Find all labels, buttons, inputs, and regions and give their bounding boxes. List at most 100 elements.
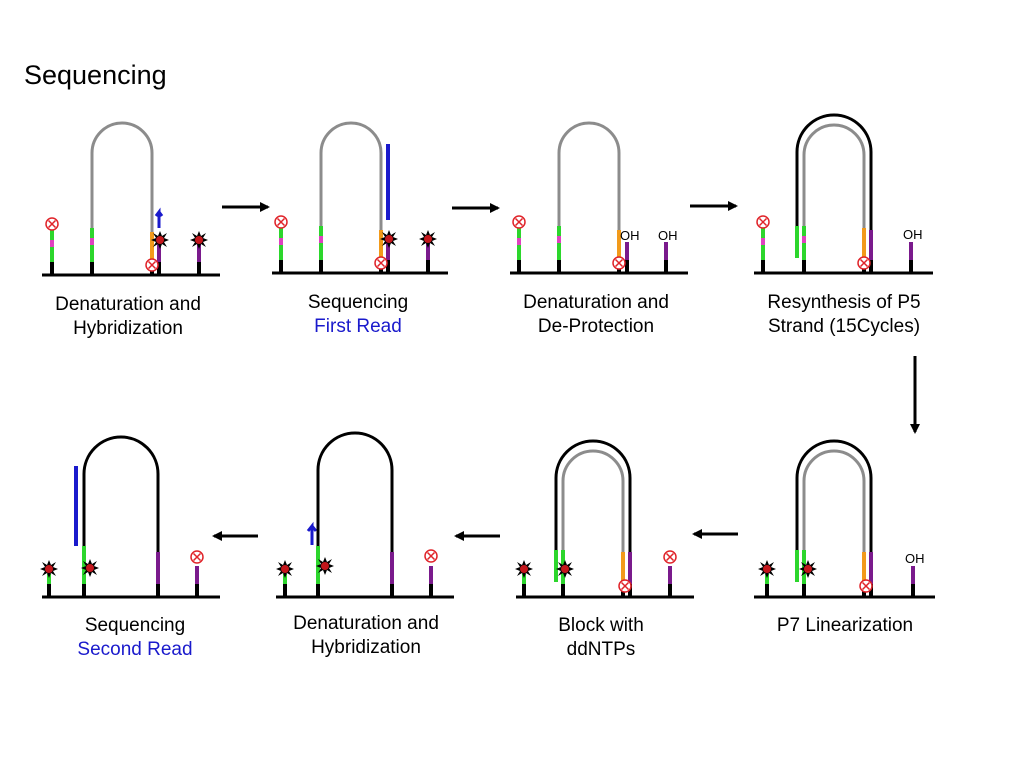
template-strand [557, 121, 621, 230]
p7-primer [869, 552, 873, 584]
anchor [157, 262, 161, 275]
panel-2 [272, 121, 448, 275]
block-icon [274, 215, 288, 229]
fluor-icon [799, 560, 817, 578]
orange-segment [150, 232, 154, 262]
fluor-icon [556, 560, 574, 578]
anchor [197, 262, 201, 275]
p5-primer [283, 574, 287, 584]
fluor-icon [190, 231, 208, 249]
step-caption: Sequencing Second Read [25, 614, 245, 662]
step-caption: P7 Linearization [735, 614, 955, 638]
block-icon [374, 256, 388, 270]
caption-line1: Sequencing [84, 615, 186, 636]
pink-segment [90, 238, 94, 245]
anchor [668, 584, 672, 597]
caption-line1: Resynthesis of P5 [767, 292, 921, 313]
pink-segment [557, 236, 561, 243]
oh-label: OH [620, 228, 640, 243]
p5-primer [47, 574, 51, 584]
p5-primer [795, 550, 799, 582]
p5-primer [316, 546, 320, 584]
orange-segment [862, 552, 866, 584]
fluor-icon [151, 231, 169, 249]
step-caption: Sequencing First Read [248, 291, 468, 339]
p7-primer [426, 242, 430, 260]
seq-primer-arrow [154, 207, 164, 228]
block-icon [424, 549, 438, 563]
p7-primer [911, 566, 915, 584]
p5-primer [82, 546, 86, 584]
template-strand [802, 449, 866, 552]
anchor [386, 260, 390, 273]
caption-line1: Denaturation and [523, 292, 669, 313]
anchor [47, 584, 51, 597]
caption-line1: Block with [558, 615, 644, 636]
panel-5: OH [754, 439, 935, 599]
anchor [911, 584, 915, 597]
fluor-icon [380, 230, 398, 248]
step-caption: Denaturation and Hybridization [18, 293, 238, 341]
anchor [522, 584, 526, 597]
caption-line1: P7 Linearization [776, 615, 914, 636]
panel-6 [515, 439, 694, 599]
p7-primer [386, 242, 390, 260]
second-read-strand [74, 466, 78, 546]
step-caption: Denaturation and De-Protection [486, 291, 706, 339]
anchor [195, 584, 199, 597]
anchor [561, 584, 565, 597]
step-caption: Block with ddNTPs [491, 614, 711, 662]
orange-segment [862, 228, 866, 260]
fluor-icon [515, 560, 533, 578]
anchor [90, 262, 94, 275]
template-strand [90, 121, 154, 232]
block-icon [145, 258, 159, 272]
resynth-strand [82, 435, 160, 552]
block-icon [512, 215, 526, 229]
resynth-strand [795, 113, 873, 262]
p7-primer [668, 566, 672, 584]
orange-segment [621, 552, 625, 584]
anchor [517, 260, 521, 273]
fluor-icon [40, 560, 58, 578]
anchor [279, 260, 283, 273]
p7-primer [197, 244, 201, 262]
p7-primer [390, 552, 394, 584]
pink-segment [319, 236, 323, 243]
p7-primer [869, 230, 873, 260]
block-icon [859, 579, 873, 593]
p5-primer [522, 574, 526, 584]
resynth-strand [795, 439, 873, 584]
caption-line2: Hybridization [73, 318, 183, 339]
panel-4: OH [754, 113, 933, 275]
fluor-icon [758, 560, 776, 578]
block-icon [857, 256, 871, 270]
anchor [426, 260, 430, 273]
seq-primer-arrow [306, 521, 318, 545]
block-icon [612, 256, 626, 270]
first-read-strand [386, 144, 390, 220]
anchor [156, 584, 160, 597]
panel-3: OH OH [510, 121, 688, 275]
caption-line1: Denaturation and [293, 613, 439, 634]
oh-label: OH [903, 227, 923, 242]
caption-line2: Strand (15Cycles) [767, 316, 921, 337]
anchor [625, 260, 629, 273]
pink-segment [50, 240, 54, 247]
pink-segment [517, 238, 521, 245]
block-icon [45, 217, 59, 231]
anchor [316, 584, 320, 597]
p5-primer [554, 550, 558, 582]
block-icon [663, 550, 677, 564]
caption-line2: First Read [314, 316, 402, 337]
pink-segment [761, 238, 765, 245]
anchor [909, 260, 913, 273]
fluor-icon [276, 560, 294, 578]
anchor [802, 260, 806, 273]
template-strand [561, 449, 625, 552]
step-caption: Denaturation and Hybridization [256, 612, 476, 660]
page-title: Sequencing [24, 60, 167, 90]
panel-1 [42, 121, 220, 277]
p7-primer [429, 566, 433, 584]
